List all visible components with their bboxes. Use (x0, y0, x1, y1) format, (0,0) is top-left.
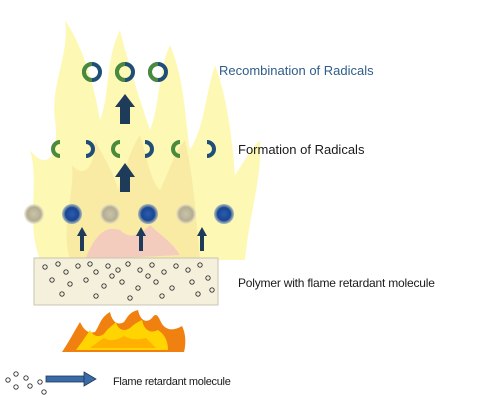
molecule-row (24, 204, 234, 224)
up-arrow (115, 163, 135, 192)
up-arrow (115, 94, 135, 124)
green-radical (111, 140, 121, 158)
green-radical (171, 140, 181, 158)
up-arrows-large (115, 94, 135, 192)
dark-radical (85, 140, 95, 158)
fire-icon (62, 310, 186, 352)
recombined-radical (115, 62, 135, 82)
recombination-label: Recombination of Radicals (219, 63, 374, 78)
legend-arrow-icon (45, 371, 97, 387)
blue-molecule (214, 204, 234, 224)
up-arrow (77, 227, 87, 251)
polymer-label: Polymer with flame retardant molecule (238, 276, 435, 290)
legend-molecules-icon (5, 371, 47, 395)
up-arrow (136, 227, 146, 251)
legend-label: Flame retardant molecule (113, 376, 231, 388)
recombined-radical (148, 62, 168, 82)
blue-molecule (62, 204, 82, 224)
polymer-block (33, 257, 219, 306)
legend (5, 371, 97, 395)
background-flame (30, 20, 261, 260)
gray-molecule (176, 204, 196, 224)
blue-molecule (138, 204, 158, 224)
formed-radicals (51, 140, 216, 158)
dark-radical (206, 140, 216, 158)
recombined-radicals (82, 62, 168, 82)
recombined-radical (82, 62, 102, 82)
up-arrows-small (77, 227, 207, 251)
dark-radical (144, 140, 154, 158)
gray-molecule (24, 204, 44, 224)
gray-molecule (100, 204, 120, 224)
up-arrow (197, 227, 207, 251)
green-radical (51, 140, 61, 158)
formation-label: Formation of Radicals (238, 142, 365, 157)
